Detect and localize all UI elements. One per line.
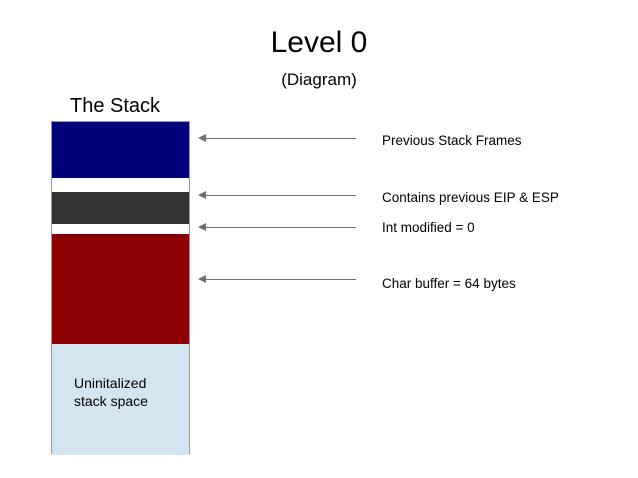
arrow-saved-eip-esp <box>198 190 356 200</box>
annotation-char-buffer: Char buffer = 64 bytes <box>382 276 516 291</box>
annotation-previous-stack-frames: Previous Stack Frames <box>382 133 522 148</box>
stack-diagram: Uninitalized stack space <box>51 121 190 455</box>
arrow-int-modified <box>198 222 356 232</box>
stack-segment-previous-frames <box>52 122 189 178</box>
arrow-head-icon <box>198 223 206 231</box>
page-title: Level 0 <box>270 26 368 59</box>
arrow-previous-stack-frames <box>198 133 356 143</box>
annotation-saved-eip-esp: Contains previous EIP & ESP <box>382 190 559 205</box>
arrow-line <box>204 195 356 196</box>
arrow-line <box>204 227 356 228</box>
stack-heading: The Stack <box>70 95 161 117</box>
stack-segment-gap-lower <box>52 224 189 234</box>
arrow-head-icon <box>198 134 206 142</box>
arrow-head-icon <box>198 191 206 199</box>
stack-segment-saved-registers <box>52 192 189 224</box>
stack-segment-gap-upper <box>52 178 189 192</box>
uninitialized-line-1: Uninitalized <box>74 375 147 391</box>
stack-segment-uninitialized: Uninitalized stack space <box>52 344 189 455</box>
arrow-char-buffer <box>198 274 356 284</box>
uninitialized-line-2: stack space <box>74 393 148 409</box>
uninitialized-stack-text: Uninitalized stack space <box>74 374 148 410</box>
arrow-head-icon <box>198 275 206 283</box>
arrow-line <box>204 138 356 139</box>
page-subtitle: (Diagram) <box>281 70 357 89</box>
annotation-int-modified: Int modified = 0 <box>382 220 475 235</box>
stack-segment-locals <box>52 234 189 344</box>
arrow-line <box>204 279 356 280</box>
